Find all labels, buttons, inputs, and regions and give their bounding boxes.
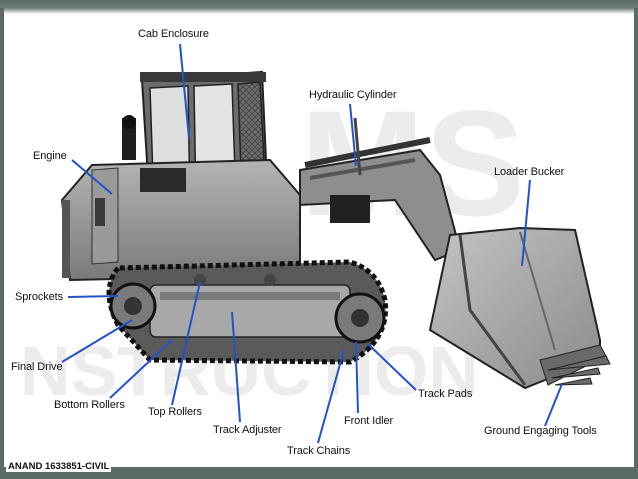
pointer-bottom-rollers [109, 339, 173, 399]
label-final-drive: Final Drive [11, 361, 63, 373]
pointer-cab-enclosure [179, 43, 190, 139]
pointer-track-pads [367, 343, 417, 391]
slide-bottom-border [0, 467, 638, 479]
hydraulic-cylinder-assembly [299, 117, 462, 262]
label-track-pads: Track Pads [418, 388, 473, 400]
pointer-final-drive [61, 319, 133, 363]
ground-engaging-teeth [539, 344, 611, 386]
pointer-track-adjuster [231, 311, 241, 423]
label-top-rollers: Top Rollers [148, 406, 202, 418]
pointer-top-rollers [171, 281, 201, 406]
footer-author: ANAND 1633851-CIVIL [6, 461, 112, 472]
slide-right-border [634, 8, 638, 479]
label-track-chains: Track Chains [287, 445, 351, 457]
pointer-sprockets [67, 295, 119, 298]
pointer-ground-engaging-tools [544, 383, 563, 427]
loader-bucket [428, 226, 601, 390]
pointer-engine [71, 159, 113, 195]
label-hydraulic-cylinder: Hydraulic Cylinder [309, 89, 397, 101]
slide-left-border [0, 8, 4, 479]
engine-housing [60, 158, 301, 282]
pointer-track-chains [317, 349, 345, 444]
label-front-idler: Front Idler [344, 415, 394, 427]
pointer-lines [61, 43, 563, 444]
label-sprockets: Sprockets [15, 291, 64, 303]
track-undercarriage [106, 259, 389, 365]
pointer-hydraulic-cylinder [349, 103, 357, 167]
label-engine: Engine [33, 150, 67, 162]
pointer-loader-bucket [521, 179, 531, 267]
label-ground-engaging-tools: Ground Engaging Tools [484, 425, 597, 437]
label-bottom-rollers: Bottom Rollers [54, 399, 125, 411]
track-loader-machine [60, 70, 611, 390]
label-cab-enclosure: Cab Enclosure [138, 28, 209, 40]
pointer-front-idler [355, 341, 359, 414]
label-track-adjuster: Track Adjuster [213, 424, 282, 436]
label-loader-bucket: Loader Bucker [494, 166, 565, 178]
